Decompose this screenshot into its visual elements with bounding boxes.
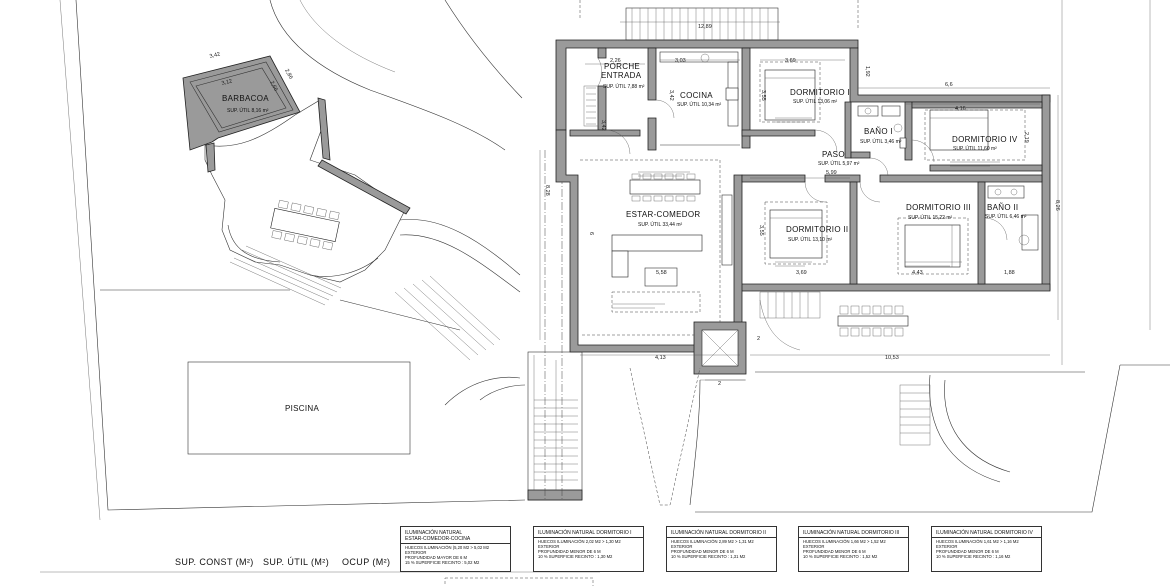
dim-dorm1-side: 1,92 <box>864 66 870 77</box>
dim-bottom-left: 4,13 <box>655 355 666 361</box>
paso-area: SUP. ÚTIL 5,97 m² <box>818 160 860 167</box>
dim-cocina: 3,03 <box>675 58 686 64</box>
bano2-area: SUP. ÚTIL 6,46 m² <box>985 213 1027 220</box>
dim-estar-side: 6 <box>588 232 594 235</box>
piscina-shape <box>187 361 411 455</box>
dim-barbacoa-right-inner: 2,66 <box>268 80 278 92</box>
dim-dorm1: 3,69 <box>785 58 796 64</box>
dim-bottom-right: 10,53 <box>885 355 899 361</box>
dim-porche: 2,26 <box>610 58 621 64</box>
left-stairs <box>527 150 583 501</box>
summary-dashed-box <box>444 577 594 586</box>
dim-right-height: 8,26 <box>1054 200 1060 211</box>
dormitorio3-label: DORMITORIO III <box>906 203 971 212</box>
dim-barbacoa-inner: 3,12 <box>221 79 233 87</box>
stair-core <box>629 321 747 506</box>
dim-dorm1-left: 3,55 <box>760 90 766 101</box>
dim-cocina-side: 3,42 <box>668 90 674 101</box>
dim-top-right: 6,6 <box>945 82 953 88</box>
bedroom-furniture <box>759 61 1026 275</box>
dim-dorm3-bottom: 4,43 <box>912 270 923 276</box>
barbacoa-area <box>182 55 501 361</box>
bano2-label: BAÑO II <box>987 203 1018 212</box>
paso-label: PASO <box>822 150 845 159</box>
living-furniture <box>580 159 733 336</box>
cocina-area: SUP. ÚTIL 10,34 m² <box>677 101 722 108</box>
dim-estar-bottom: 5,58 <box>656 270 667 276</box>
estar-label: ESTAR-COMEDOR <box>626 210 700 219</box>
dormitorio1-area: SUP. ÚTIL 13,06 m² <box>793 98 838 105</box>
summary-col-util: SUP. ÚTIL (M²) <box>263 557 329 567</box>
door-swings <box>597 57 1008 241</box>
piscina-label: PISCINA <box>285 404 319 413</box>
estar-area: SUP. ÚTIL 33,44 m² <box>638 221 683 228</box>
porch-stairs <box>583 85 599 127</box>
porche-label-1: PORCHE <box>604 62 640 71</box>
bano1-area: SUP. ÚTIL 3,46 m² <box>860 138 902 145</box>
dormitorio1-label: DORMITORIO I <box>790 88 850 97</box>
dim-dorm2-bottom: 3,69 <box>796 270 807 276</box>
dormitorio2-label: DORMITORIO II <box>786 225 848 234</box>
bano1-label: BAÑO I <box>864 127 893 136</box>
lighting-box-title: ILUMINACIÓN NATURAL DORMITORIO IV <box>932 527 1041 538</box>
dim-dorm4-side: 2,19 <box>1023 132 1029 143</box>
porche-label-2: ENTRADA <box>601 71 642 80</box>
summary-col-const: SUP. CONST (M²) <box>175 557 254 567</box>
equipment-notes <box>612 117 1000 309</box>
lighting-box-body: HUECOS ILUMINACIÓN (5,20 M2 > 5,02 M2 EX… <box>405 545 490 565</box>
summary-col-ocup: OCUP (M²) <box>342 557 390 567</box>
lighting-box-estar: ILUMINACIÓN NATURAL ESTAR-COMEDOR-COCINA… <box>400 526 511 572</box>
dim-barbacoa-right: 2,86 <box>283 68 293 80</box>
dim-left-height: 8,28 <box>544 185 550 196</box>
bath-fixtures <box>857 105 1039 251</box>
lighting-box-body: HUECOS ILUMINACIÓN 1,61 M2 > 1,16 M2 EXT… <box>936 539 1019 559</box>
barbacoa-area-label: SUP. ÚTIL 8,16 m² <box>227 107 269 114</box>
dim-dorm2-side: 3,55 <box>758 225 764 236</box>
lighting-box-title: ILUMINACIÓN NATURAL DORMITORIO II <box>667 527 776 538</box>
lighting-box-title: ILUMINACIÓN NATURAL DORMITORIO III <box>799 527 908 538</box>
lighting-box-body: HUECOS ILUMINACIÓN 2,02 M2 > 1,30 M2 EXT… <box>538 539 621 559</box>
dim-paso: 5,99 <box>826 170 837 176</box>
dim-dorm4: 4,16 <box>955 106 966 112</box>
dim-porche-side: 3,42 <box>600 120 606 131</box>
dormitorio2-area: SUP. ÚTIL 13,10 m² <box>788 236 833 243</box>
dim-barbacoa-top: 3,42 <box>209 52 221 60</box>
dim-core-side: 2 <box>757 336 760 342</box>
dim-bano2-bottom: 1,88 <box>1004 270 1015 276</box>
barbacoa-label: BARBACOA <box>222 94 269 103</box>
dormitorio4-area: SUP. ÚTIL 11,60 m² <box>953 145 997 152</box>
lighting-box-dorm4: ILUMINACIÓN NATURAL DORMITORIO IV HUECOS… <box>931 526 1042 572</box>
dim-core-bottom: 2 <box>718 381 721 387</box>
dormitorio3-area: SUP. ÚTIL 15,22 m² <box>908 214 953 221</box>
exterior-stairs <box>759 291 931 446</box>
dimension-lines <box>539 21 1059 381</box>
lighting-box-title: ILUMINACIÓN NATURAL ESTAR-COMEDOR-COCINA <box>401 527 510 544</box>
lighting-box-dorm1: ILUMINACIÓN NATURAL DORMITORIO I HUECOS … <box>533 526 644 572</box>
kitchen-fittings <box>659 51 740 146</box>
cocina-label: COCINA <box>680 91 713 100</box>
lighting-box-body: HUECOS ILUMINACIÓN 1,66 M2 > 1,52 M2 EXT… <box>803 539 886 559</box>
dim-top-stair: 12,89 <box>698 24 712 30</box>
lighting-box-title: ILUMINACIÓN NATURAL DORMITORIO I <box>534 527 643 538</box>
lighting-box-dorm2: ILUMINACIÓN NATURAL DORMITORIO II HUECOS… <box>666 526 777 572</box>
lighting-box-body: HUECOS ILUMINACIÓN 2,89 M2 > 1,31 M2 EXT… <box>671 539 754 559</box>
porche-area: SUP. ÚTIL 7,88 m² <box>603 83 645 90</box>
terrace-table <box>837 305 909 337</box>
top-stairs <box>579 0 859 41</box>
lighting-box-dorm3: ILUMINACIÓN NATURAL DORMITORIO III HUECO… <box>798 526 909 572</box>
dormitorio4-label: DORMITORIO IV <box>952 135 1018 144</box>
site-lines <box>59 0 1170 521</box>
